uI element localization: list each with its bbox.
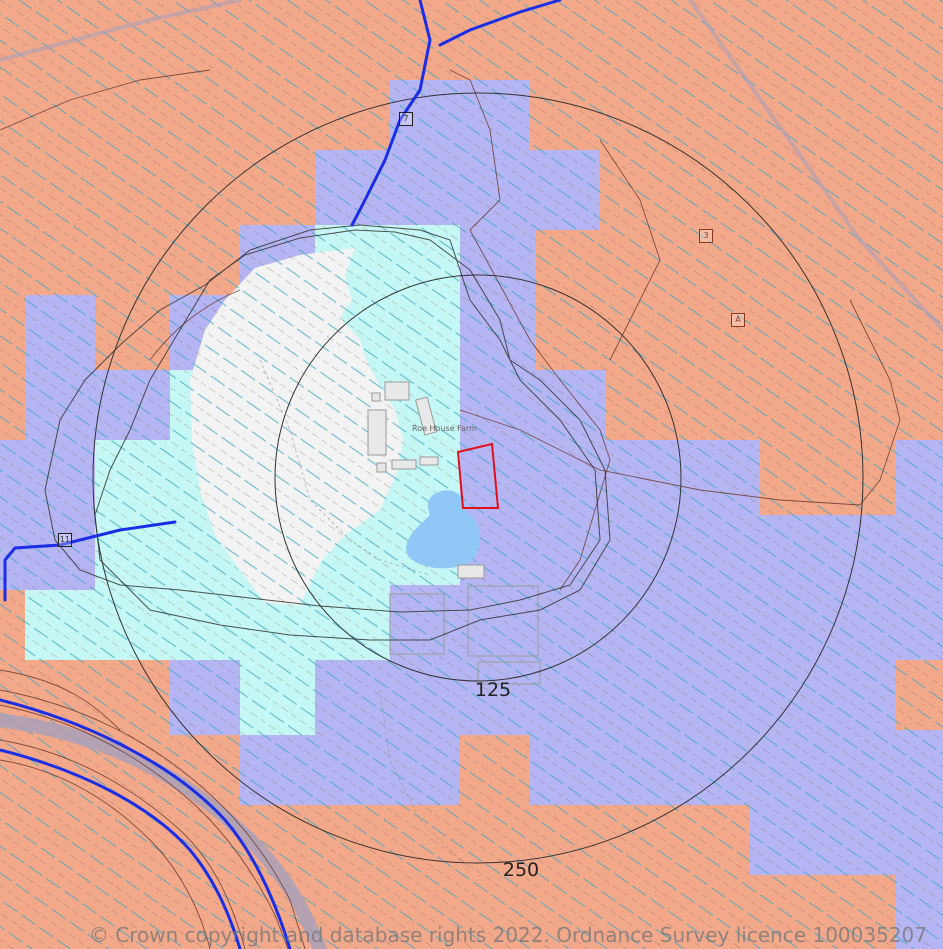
farm-buildings [367,381,541,685]
ring-label-125: 125 [474,679,512,701]
buffer-rings [92,92,864,864]
map-marker-a[interactable]: A [731,313,745,327]
map-marker-11[interactable]: 11 [58,533,72,547]
pond [406,490,481,569]
site-boundary [456,442,500,509]
ring-label-250: 250 [502,859,540,881]
buffer-ring-125 [274,274,682,682]
map-marker-7[interactable]: 7 [399,112,413,126]
place-label-roe-house-farm: Roe House Farm [412,424,477,433]
watercourses [0,0,562,949]
footpaths [259,359,471,871]
copyright-notice: © Crown copyright and database rights 20… [88,923,927,947]
boundary-lines [0,69,901,949]
catchment-outlines [44,224,611,641]
map-marker-3[interactable]: 3 [699,229,713,243]
buffer-ring-250 [92,92,864,864]
